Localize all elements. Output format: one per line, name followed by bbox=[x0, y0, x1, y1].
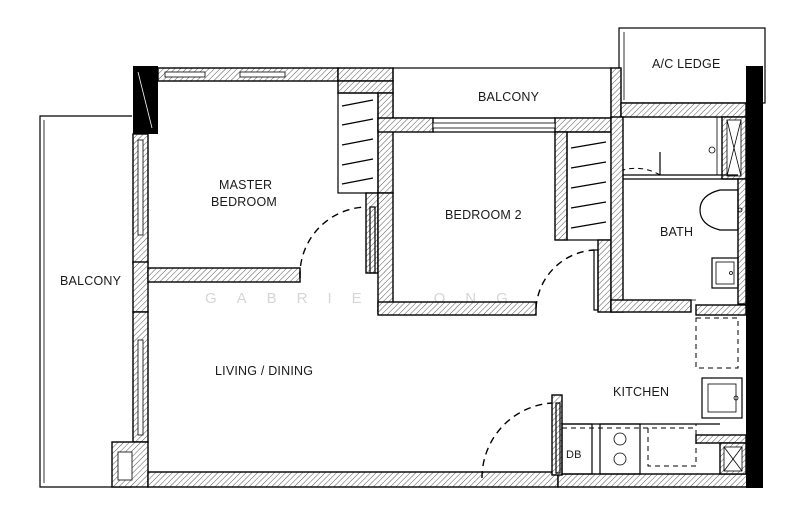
basin-icon bbox=[711, 257, 739, 289]
label-db: DB bbox=[566, 449, 582, 461]
hob-icon bbox=[599, 423, 641, 475]
fridge-icon bbox=[647, 423, 697, 467]
label-balcony-left: BALCONY bbox=[60, 274, 122, 288]
bath-fixtures bbox=[623, 117, 743, 301]
outer-walls bbox=[111, 66, 763, 488]
label-bedroom-2: BEDROOM 2 bbox=[445, 208, 522, 222]
label-bath: BATH bbox=[660, 225, 693, 239]
label-kitchen: KITCHEN bbox=[613, 385, 669, 399]
internal-walls bbox=[147, 116, 747, 476]
shower-icon bbox=[708, 146, 716, 154]
toilet-icon bbox=[699, 189, 739, 231]
wardrobe-bedroom-2 bbox=[554, 117, 612, 241]
db-box bbox=[561, 423, 593, 475]
room-labels: A/C LEDGE BALCONY BALCONY MASTER BEDROOM… bbox=[60, 57, 721, 461]
structural-column bbox=[133, 66, 158, 134]
kitchen-fixtures bbox=[561, 317, 743, 475]
left-balcony bbox=[39, 115, 132, 488]
label-master-bedroom-1: MASTER bbox=[219, 178, 272, 192]
wardrobe-master bbox=[337, 80, 394, 194]
label-ac-ledge: A/C LEDGE bbox=[652, 57, 721, 71]
label-balcony-top: BALCONY bbox=[478, 90, 540, 104]
sink-icon bbox=[701, 377, 743, 419]
doors bbox=[299, 152, 738, 479]
label-master-bedroom-2: BEDROOM bbox=[211, 195, 277, 209]
label-living-dining: LIVING / DINING bbox=[215, 364, 313, 378]
